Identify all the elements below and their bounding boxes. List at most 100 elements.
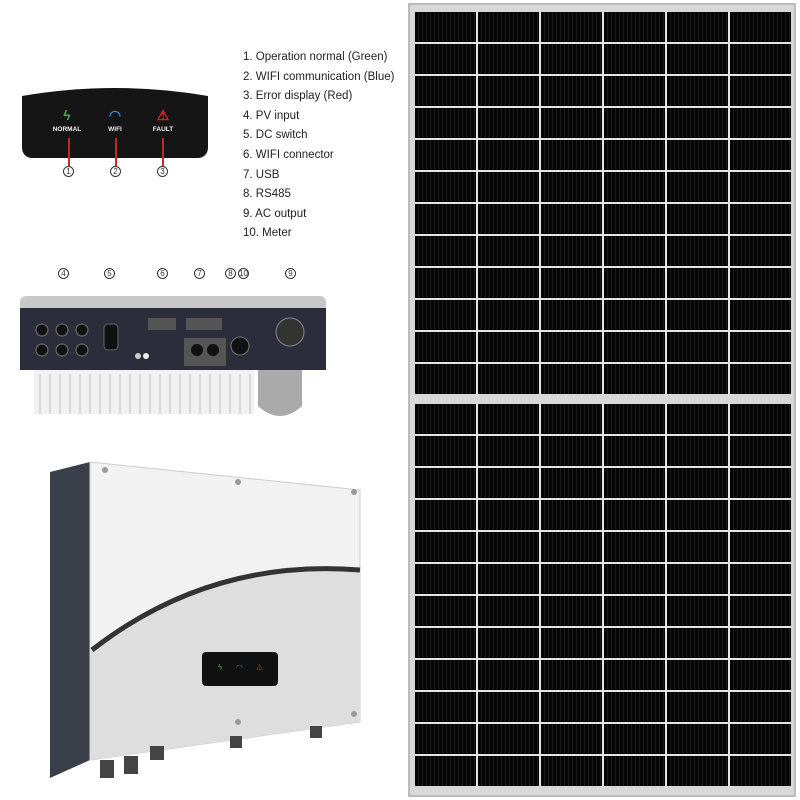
solar-cell: [730, 532, 791, 562]
solar-cell: [667, 628, 728, 658]
solar-cell: [478, 596, 539, 626]
solar-cell: [604, 628, 665, 658]
component-legend: 1. Operation normal (Green) 2. WIFI comm…: [243, 48, 394, 244]
solar-cell: [415, 596, 476, 626]
solar-cell: [604, 44, 665, 74]
solar-cell: [730, 628, 791, 658]
solar-cell: [415, 76, 476, 106]
solar-cell: [604, 332, 665, 362]
solar-cell: [730, 724, 791, 754]
solar-cell: [541, 300, 602, 330]
solar-cell: [415, 268, 476, 298]
solar-cell: [478, 76, 539, 106]
solar-cell: [667, 564, 728, 594]
led-normal: ϟ NORMAL: [42, 108, 92, 133]
solar-cell: [541, 500, 602, 530]
solar-cell: [415, 436, 476, 466]
solar-cell: [604, 756, 665, 786]
solar-cell: [667, 236, 728, 266]
solar-cell: [604, 140, 665, 170]
solar-cell: [730, 564, 791, 594]
solar-cell: [667, 468, 728, 498]
wifi-icon: ◠: [108, 107, 122, 123]
legend-item: 2. WIFI communication (Blue): [243, 70, 395, 83]
svg-text:◠: ◠: [236, 663, 243, 672]
svg-text:ϟ: ϟ: [218, 663, 223, 672]
solar-cell: [415, 12, 476, 42]
solar-cell: [604, 268, 665, 298]
solar-cell: [415, 364, 476, 394]
solar-cell: [604, 12, 665, 42]
callout-9: 9: [285, 268, 296, 279]
solar-cell: [478, 140, 539, 170]
solar-cell: [415, 660, 476, 690]
solar-cell: [541, 108, 602, 138]
solar-cell: [730, 76, 791, 106]
led-label: NORMAL: [52, 126, 82, 133]
solar-cell: [478, 500, 539, 530]
solar-cell: [415, 172, 476, 202]
solar-cell: [415, 692, 476, 722]
solar-cell: [604, 500, 665, 530]
solar-cell: [541, 44, 602, 74]
solar-cell: [730, 364, 791, 394]
solar-cell: [604, 236, 665, 266]
solar-cell: [604, 660, 665, 690]
solar-cell: [667, 364, 728, 394]
callout-6: 6: [157, 268, 168, 279]
solar-cell: [478, 692, 539, 722]
led-fault: ⚠ FAULT: [138, 108, 188, 133]
solar-cell: [730, 404, 791, 434]
solar-cell: [667, 108, 728, 138]
solar-cell: [541, 76, 602, 106]
solar-cell: [415, 108, 476, 138]
solar-cell: [478, 268, 539, 298]
solar-cell: [604, 692, 665, 722]
solar-cell: [478, 724, 539, 754]
legend-item: 10. Meter: [243, 227, 292, 240]
solar-cell: [415, 756, 476, 786]
solar-cell: [730, 172, 791, 202]
solar-cell: [415, 236, 476, 266]
solar-cell: [478, 660, 539, 690]
solar-cell: [730, 500, 791, 530]
warning-triangle-icon: ⚠: [156, 107, 170, 123]
solar-cell: [604, 468, 665, 498]
solar-cell: [667, 268, 728, 298]
callout-4: 4: [58, 268, 69, 279]
legend-item: 6. WIFI connector: [243, 148, 334, 161]
solar-cell: [415, 44, 476, 74]
legend-item: 3. Error display (Red): [243, 90, 353, 103]
legend-item: 5. DC switch: [243, 129, 308, 142]
solar-cell: [478, 204, 539, 234]
solar-cell: [415, 724, 476, 754]
solar-cell: [541, 628, 602, 658]
led-label: FAULT: [152, 126, 174, 133]
solar-cell: [604, 204, 665, 234]
solar-cell: [667, 692, 728, 722]
solar-panel: [408, 3, 796, 797]
solar-cell: [667, 12, 728, 42]
solar-cell: [730, 468, 791, 498]
solar-cell: [478, 756, 539, 786]
solar-cell: [541, 364, 602, 394]
solar-cell: [730, 756, 791, 786]
solar-cell: [604, 564, 665, 594]
solar-cell: [667, 756, 728, 786]
solar-cell: [541, 532, 602, 562]
solar-cell: [478, 404, 539, 434]
legend-item: 7. USB: [243, 168, 280, 181]
solar-cell: [541, 236, 602, 266]
solar-cell: [604, 436, 665, 466]
solar-cell: [667, 500, 728, 530]
inverter-front-image: ϟ ◠ ⚠: [50, 461, 361, 778]
callout-7: 7: [194, 268, 205, 279]
solar-cell: [478, 628, 539, 658]
solar-cell: [415, 300, 476, 330]
solar-cell: [478, 172, 539, 202]
solar-cell: [730, 140, 791, 170]
solar-cell: [730, 332, 791, 362]
solar-cell: [478, 108, 539, 138]
solar-cell: [478, 468, 539, 498]
solar-cell: [478, 300, 539, 330]
